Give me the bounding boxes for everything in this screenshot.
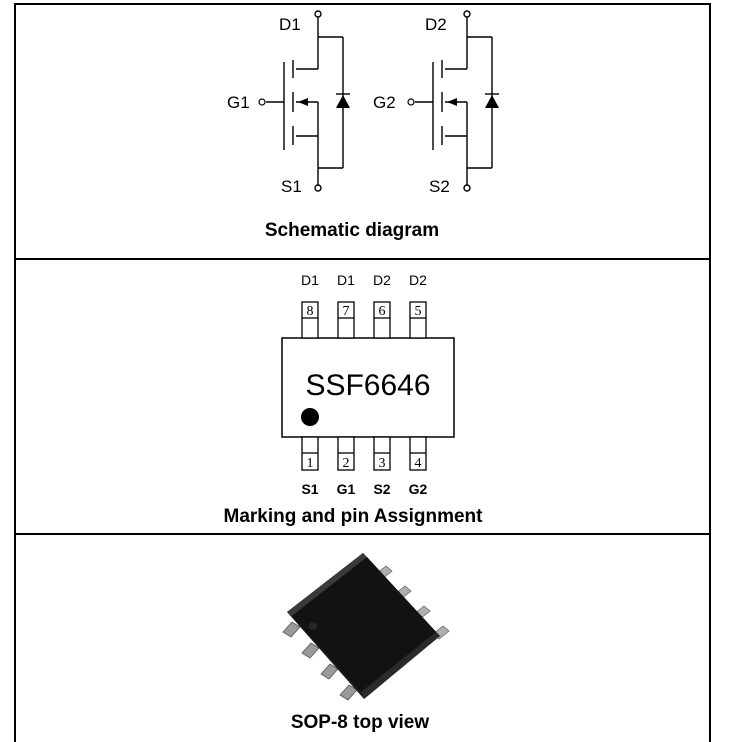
pin-7-label: D1 — [337, 272, 355, 288]
table-frame — [14, 3, 711, 742]
pin-7-lead — [337, 301, 355, 339]
pin-1-number: 1 — [307, 456, 314, 471]
package-caption: SOP-8 top view — [291, 712, 430, 733]
sop8-package-image — [282, 553, 450, 701]
pin-6-lead — [373, 301, 391, 339]
pin-5-label: D2 — [409, 272, 427, 288]
pin-5-lead — [409, 301, 427, 339]
row-divider-1 — [14, 258, 711, 260]
pin-6-label: D2 — [373, 272, 391, 288]
pin1-dot — [301, 408, 319, 426]
g2-label: G2 — [373, 93, 396, 112]
schematic-caption: Schematic diagram — [265, 220, 439, 241]
diode-2-triangle — [485, 95, 499, 108]
pin-5-number: 5 — [415, 304, 422, 319]
pin-1-label: S1 — [301, 481, 318, 497]
pin-2-label: G1 — [337, 481, 356, 497]
gate-2-terminal — [407, 98, 415, 106]
d1-label: D1 — [279, 15, 301, 34]
s2-label: S2 — [429, 177, 450, 196]
pin-8-number: 8 — [307, 304, 314, 319]
pin-7-number: 7 — [343, 304, 350, 319]
pin-6-number: 6 — [379, 304, 386, 319]
pin-2-number: 2 — [343, 456, 350, 471]
row-divider-2 — [14, 533, 711, 535]
part-marking: SSF6646 — [305, 369, 430, 402]
pin-8-lead — [301, 301, 319, 339]
pin-3-label: S2 — [373, 481, 390, 497]
g1-label: G1 — [227, 93, 250, 112]
s1-label: S1 — [281, 177, 302, 196]
pin-8-label: D1 — [301, 272, 319, 288]
d2-label: D2 — [425, 15, 447, 34]
diode-1-triangle — [336, 95, 350, 108]
marking-caption: Marking and pin Assignment — [224, 506, 484, 527]
pin-4-number: 4 — [415, 456, 422, 471]
mosfet-2-arrow — [447, 98, 457, 106]
gate-1-terminal — [258, 98, 266, 106]
pin-4-label: G2 — [409, 481, 428, 497]
ic-body-outline — [281, 337, 455, 438]
pin-3-number: 3 — [379, 456, 386, 471]
mosfet-1-arrow — [298, 98, 308, 106]
